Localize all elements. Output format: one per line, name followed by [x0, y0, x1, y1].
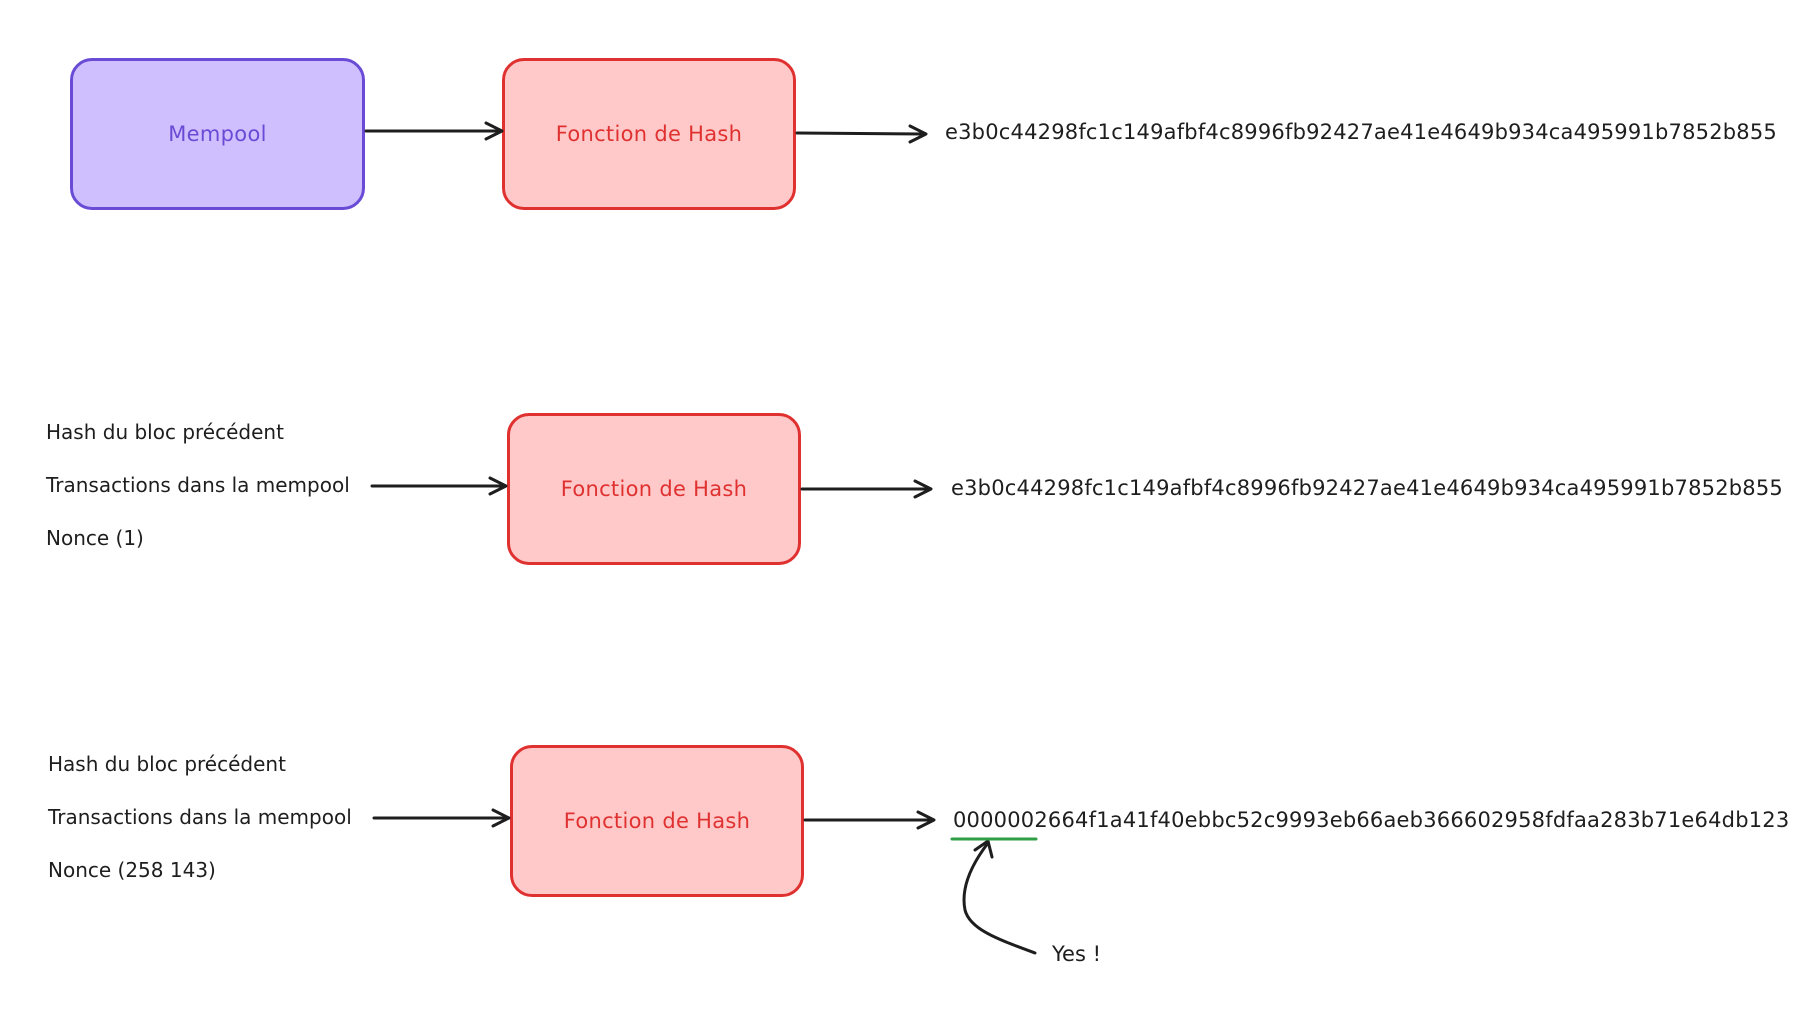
- input-previous-block-hash-2: Hash du bloc précédent: [46, 420, 284, 444]
- output-hash-2: e3b0c44298fc1c149afbf4c8996fb92427ae41e4…: [951, 476, 1783, 500]
- arrow-hash-to-output-2: [800, 479, 933, 499]
- hash-function-label-1: Fonction de Hash: [555, 122, 743, 146]
- hash-function-box-2: Fonction de Hash: [507, 413, 801, 565]
- input-nonce-3: Nonce (258 143): [48, 858, 216, 882]
- input-nonce-2: Nonce (1): [46, 526, 144, 550]
- input-mempool-transactions-2: Transactions dans la mempool: [46, 473, 350, 497]
- arrow-inputs-to-hash-2: [370, 476, 508, 496]
- arrow-annotation-to-zeros: [962, 839, 1037, 955]
- arrow-inputs-to-hash-3: [372, 808, 511, 828]
- hash-function-label-2: Fonction de Hash: [560, 477, 748, 501]
- mempool-box: Mempool: [70, 58, 365, 210]
- output-hash-1: e3b0c44298fc1c149afbf4c8996fb92427ae41e4…: [945, 120, 1777, 144]
- hash-function-box-3: Fonction de Hash: [510, 745, 804, 897]
- mempool-label: Mempool: [168, 122, 267, 146]
- hash-function-label-3: Fonction de Hash: [563, 809, 751, 833]
- output-hash-3: 0000002664f1a41f40ebbc52c9993eb66aeb3666…: [953, 808, 1790, 832]
- input-mempool-transactions-3: Transactions dans la mempool: [48, 805, 352, 829]
- arrow-hash-to-output-1: [795, 124, 928, 144]
- input-previous-block-hash-3: Hash du bloc précédent: [48, 752, 286, 776]
- arrow-hash-to-output-3: [803, 810, 936, 830]
- success-annotation: Yes !: [1052, 942, 1101, 966]
- hash-function-box-1: Fonction de Hash: [502, 58, 796, 210]
- arrow-mempool-to-hash: [364, 121, 504, 141]
